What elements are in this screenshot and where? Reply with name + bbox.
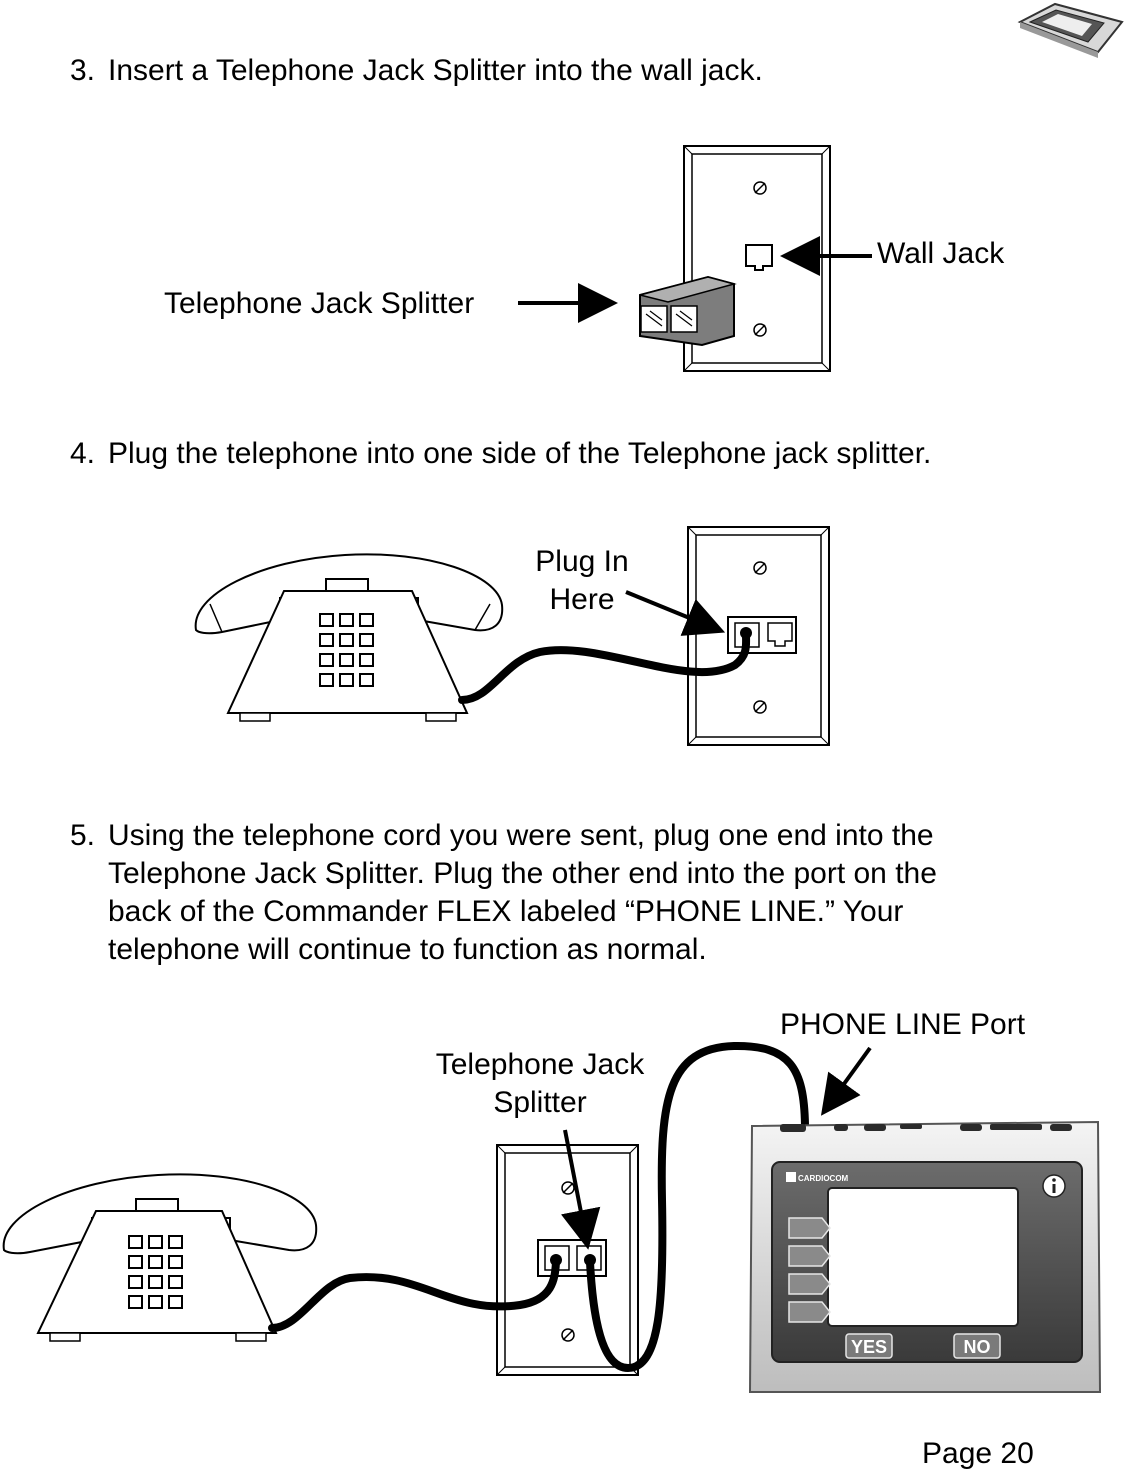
phone-cord (268, 1258, 560, 1332)
no-label: NO (964, 1337, 991, 1357)
telephone-icon (2, 1173, 318, 1342)
step-text: Plug the telephone into one side of the … (108, 437, 932, 470)
telephone-icon (194, 553, 504, 722)
step-number: 5. (70, 819, 96, 852)
side-button-2 (788, 1245, 831, 1267)
step-5: 5. Using the telephone cord you were sen… (70, 817, 937, 969)
line-cord (586, 1041, 809, 1373)
step-3: 3. Insert a Telephone Jack Splitter into… (70, 52, 763, 90)
page-number: Page 20 (922, 1437, 1034, 1470)
phone-line-port-label: PHONE LINE Port (780, 1008, 1026, 1041)
arrow-plug-in-here (625, 590, 726, 636)
yes-button: YES (845, 1333, 893, 1359)
splitter-label-line-2: Splitter (493, 1086, 586, 1119)
plug-in-label-line-2: Here (549, 583, 614, 616)
splitter-label-line-1: Telephone Jack (436, 1048, 645, 1081)
wall-jack-label: Wall Jack (877, 237, 1005, 270)
side-button-4 (788, 1301, 831, 1323)
screw-icon (561, 1181, 575, 1195)
jack-splitter-icon (639, 275, 737, 347)
step-number: 4. (70, 437, 96, 470)
wall-plate (687, 526, 830, 746)
no-button: NO (953, 1333, 1001, 1359)
side-button-3 (788, 1273, 831, 1295)
step-text-line-2: Telephone Jack Splitter. Plug the other … (108, 857, 937, 890)
phone-cord (458, 631, 751, 704)
screw-icon (753, 700, 767, 714)
step-text-line-3: back of the Commander FLEX labeled “PHON… (108, 895, 904, 928)
screw-icon (753, 561, 767, 575)
device-screen (827, 1187, 1019, 1327)
splitter-label: Telephone Jack Splitter (164, 287, 474, 320)
brand-logo: CARDIOCOM (786, 1172, 849, 1183)
screw-icon (561, 1328, 575, 1342)
jack-splitter-icon (727, 616, 797, 654)
screw-icon (753, 323, 767, 337)
step-4: 4. Plug the telephone into one side of t… (70, 435, 931, 473)
wall-jack-port-icon (745, 244, 773, 271)
step-text: Insert a Telephone Jack Splitter into th… (108, 54, 763, 87)
arrow-to-phone-line-port (820, 1046, 872, 1116)
commander-flex-device: CARDIOCOM YES NO (748, 1120, 1102, 1393)
info-icon (1042, 1174, 1066, 1198)
arrow-to-splitter (561, 1129, 601, 1250)
side-button-1 (788, 1217, 831, 1239)
screw-icon (753, 181, 767, 195)
figure-wall-jack-with-splitter: Telephone Jack Splitter Wall Jack (164, 145, 1005, 372)
plug-in-label-line-1: Plug In (535, 545, 628, 578)
yes-label: YES (851, 1337, 887, 1357)
figure-full-connection: CARDIOCOM YES NO Teleph (2, 1008, 1102, 1393)
device-thumbnail-icon (1017, 2, 1124, 58)
jack-splitter-icon (537, 1239, 607, 1277)
step-text-line-4: telephone will continue to function as n… (108, 933, 707, 966)
step-text-line-1: Using the telephone cord you were sent, … (108, 819, 934, 852)
brand-label: CARDIOCOM (798, 1174, 849, 1183)
figure-phone-into-splitter: Plug In Here (194, 526, 830, 746)
step-number: 3. (70, 54, 96, 87)
